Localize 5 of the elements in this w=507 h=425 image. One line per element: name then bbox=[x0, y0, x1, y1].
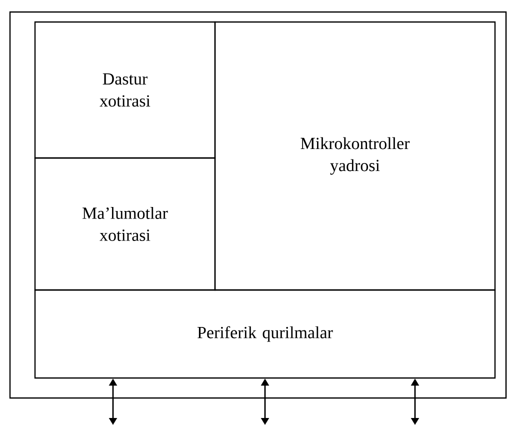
memory-block: Dastur xotirasi bbox=[34, 21, 216, 159]
outer-frame bbox=[9, 11, 507, 399]
peripherals-block: Periferik qurilmalar bbox=[34, 289, 496, 379]
core-block: Mikrokontroller yadrosi bbox=[214, 21, 496, 291]
memory-block: Ma’lumotlar xotirasi bbox=[34, 157, 216, 291]
